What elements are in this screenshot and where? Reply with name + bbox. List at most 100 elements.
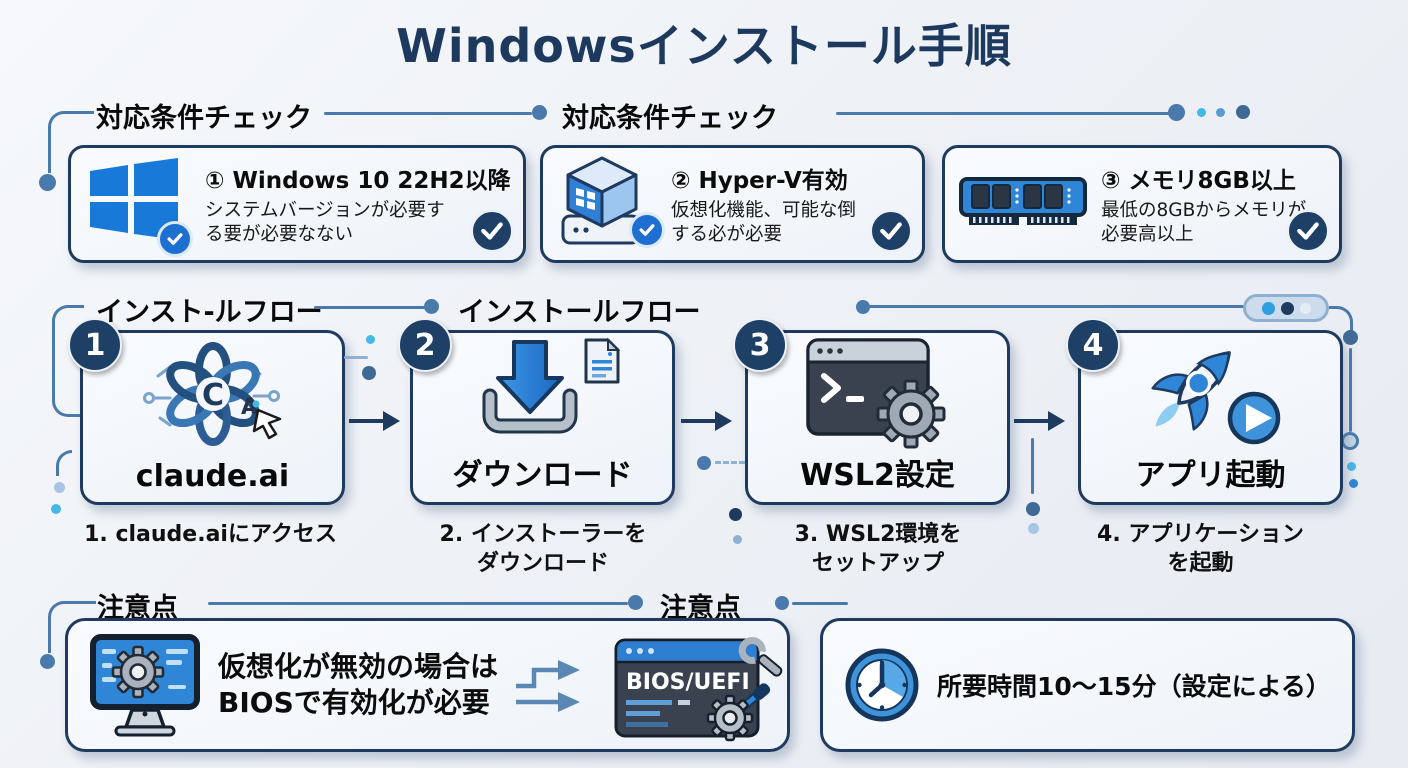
connector-dot bbox=[366, 335, 375, 344]
connector-dot bbox=[40, 654, 55, 669]
svg-text:C: C bbox=[201, 378, 223, 413]
pill-dot bbox=[1299, 302, 1311, 314]
requirement-title: ① Windows 10 22H2以降 bbox=[205, 167, 511, 194]
connector-line bbox=[314, 306, 426, 309]
windows-logo-icon bbox=[85, 155, 193, 257]
requirement-card-memory: ③ メモリ8GB以上 最低の8GBからメモリが 必要高以上 bbox=[942, 145, 1342, 263]
requirement-text: ③ メモリ8GB以上 最低の8GBからメモリが 必要高以上 bbox=[1101, 161, 1306, 247]
flow-step-wsl2: 3 bbox=[733, 318, 1010, 505]
requirement-desc: 最低の8GBからメモリが 必要高以上 bbox=[1101, 199, 1307, 245]
flow-caption-4: 4. アプリケーションを起動 bbox=[1097, 522, 1304, 577]
connector-dot bbox=[1236, 105, 1250, 119]
ram-module-icon bbox=[959, 173, 1087, 235]
check-badge-icon bbox=[470, 209, 514, 253]
requirement-desc: システムバージョンが必要す る要が必要なない bbox=[205, 199, 445, 245]
connector-dot bbox=[1349, 479, 1358, 488]
step-number-badge: 1 bbox=[68, 318, 122, 372]
connector-line bbox=[1031, 438, 1034, 494]
requirement-card-windows: ① Windows 10 22H2以降 システムバージョンが必要す る要が必要な… bbox=[68, 145, 526, 263]
flow-step-claude: 1 C A bbox=[68, 318, 345, 505]
flow-step-label: WSL2設定 bbox=[800, 458, 955, 493]
connector-dot bbox=[1216, 108, 1225, 117]
connector-line bbox=[866, 305, 1244, 308]
monitor-gear-icon bbox=[88, 633, 202, 737]
requirement-text: ① Windows 10 22H2以降 システムバージョンが必要す る要が必要な… bbox=[205, 161, 511, 247]
connector-bracket bbox=[52, 305, 84, 417]
flow-step-label: ダウンロード bbox=[452, 458, 633, 493]
terminal-gear-icon bbox=[748, 333, 1007, 450]
connector-dot bbox=[1343, 330, 1358, 345]
pill-dot bbox=[1261, 301, 1275, 315]
blue-check-icon bbox=[157, 221, 193, 257]
requirement-card-hyperv: ② Hyper-V有効 仮想化機能、可能な倒 する必が必要 bbox=[540, 145, 925, 263]
step-number-badge: 4 bbox=[1066, 318, 1120, 372]
connector-dot bbox=[1026, 502, 1040, 516]
flow-arrow bbox=[1014, 411, 1065, 431]
connector-dot bbox=[39, 174, 56, 191]
page-title: Windowsインストール手順 bbox=[396, 19, 1012, 73]
requirement-desc: 仮想化機能、可能な倒 する必が必要 bbox=[671, 199, 857, 245]
bios-label: BIOS/UEFI bbox=[626, 670, 750, 695]
requirements-header-right: 対応条件チェック bbox=[562, 103, 778, 134]
flow-header-left: インスト-ルフロー bbox=[96, 297, 323, 328]
connector-dot bbox=[775, 596, 789, 610]
step-number-badge: 2 bbox=[398, 318, 452, 372]
connector-dot bbox=[856, 300, 870, 314]
connector-dashes bbox=[715, 461, 745, 464]
connector-curve bbox=[1329, 306, 1353, 332]
connector-dot bbox=[628, 595, 643, 610]
claude-logo-icon: C A bbox=[83, 333, 342, 459]
connector-dot bbox=[1341, 432, 1359, 450]
connector-dot bbox=[1347, 462, 1356, 471]
clock-icon bbox=[843, 646, 921, 724]
connector-bracket bbox=[48, 601, 96, 653]
connector-dot bbox=[51, 504, 61, 514]
double-arrow-icon bbox=[514, 652, 598, 718]
note-card-time: 所要時間10〜15分（設定による） bbox=[820, 618, 1355, 752]
note-card-bios: 仮想化が無効の場合は BIOSで有効化が必要 BIOS/UEFI bbox=[65, 618, 790, 752]
connector-dot bbox=[729, 508, 742, 521]
requirements-header-left: 対応条件チェック bbox=[96, 103, 312, 134]
rocket-play-icon bbox=[1081, 333, 1340, 450]
connector-line bbox=[1349, 348, 1352, 432]
connector-line bbox=[792, 602, 848, 605]
connector-bracket bbox=[48, 111, 94, 173]
connector-dot bbox=[54, 482, 65, 493]
step-number-badge: 3 bbox=[733, 318, 787, 372]
progress-pill bbox=[1243, 294, 1329, 322]
connector-dot bbox=[1197, 108, 1206, 117]
connector-line bbox=[208, 602, 628, 605]
flow-caption-3: 3. WSL2環境をセットアップ bbox=[794, 522, 962, 577]
blue-check-icon bbox=[629, 212, 665, 248]
flow-header-right: インストールフロー bbox=[458, 297, 701, 328]
bios-uefi-icon: BIOS/UEFI bbox=[614, 630, 783, 742]
connector-dot bbox=[362, 366, 376, 380]
flow-step-download: 2 ダウンロード bbox=[398, 318, 675, 505]
bios-note-text: 仮想化が無効の場合は BIOSで有効化が必要 bbox=[218, 649, 499, 719]
svg-text:A: A bbox=[241, 395, 258, 420]
time-note-text: 所要時間10〜15分（設定による） bbox=[937, 672, 1331, 701]
pill-dot bbox=[1280, 301, 1294, 315]
flow-step-label: claude.ai bbox=[135, 459, 290, 494]
hyperv-cube-icon bbox=[557, 154, 665, 254]
flow-caption-2: 2. インストーラーをダウンロード bbox=[439, 522, 647, 577]
flow-step-launch: 4 アプリ起動 bbox=[1066, 318, 1343, 505]
flow-arrow bbox=[349, 411, 400, 431]
download-arrow-icon bbox=[413, 333, 672, 450]
connector-dot bbox=[1168, 104, 1185, 121]
flow-step-label: アプリ起動 bbox=[1135, 458, 1286, 493]
check-badge-icon bbox=[869, 209, 913, 253]
connector-dot bbox=[733, 535, 742, 544]
requirement-title: ③ メモリ8GB以上 bbox=[1101, 167, 1296, 194]
connector-line bbox=[836, 112, 1172, 115]
check-badge-icon bbox=[1286, 209, 1330, 253]
connector-line bbox=[344, 356, 368, 359]
connector-dot bbox=[697, 456, 711, 470]
flow-caption-1: 1. claude.aiにアクセス bbox=[84, 522, 337, 547]
connector-curve bbox=[56, 450, 72, 476]
connector-dot bbox=[1028, 523, 1039, 534]
requirement-title: ② Hyper-V有効 bbox=[671, 167, 848, 194]
requirement-text: ② Hyper-V有効 仮想化機能、可能な倒 する必が必要 bbox=[671, 161, 856, 247]
connector-line bbox=[324, 112, 532, 115]
flow-arrow bbox=[681, 411, 732, 431]
